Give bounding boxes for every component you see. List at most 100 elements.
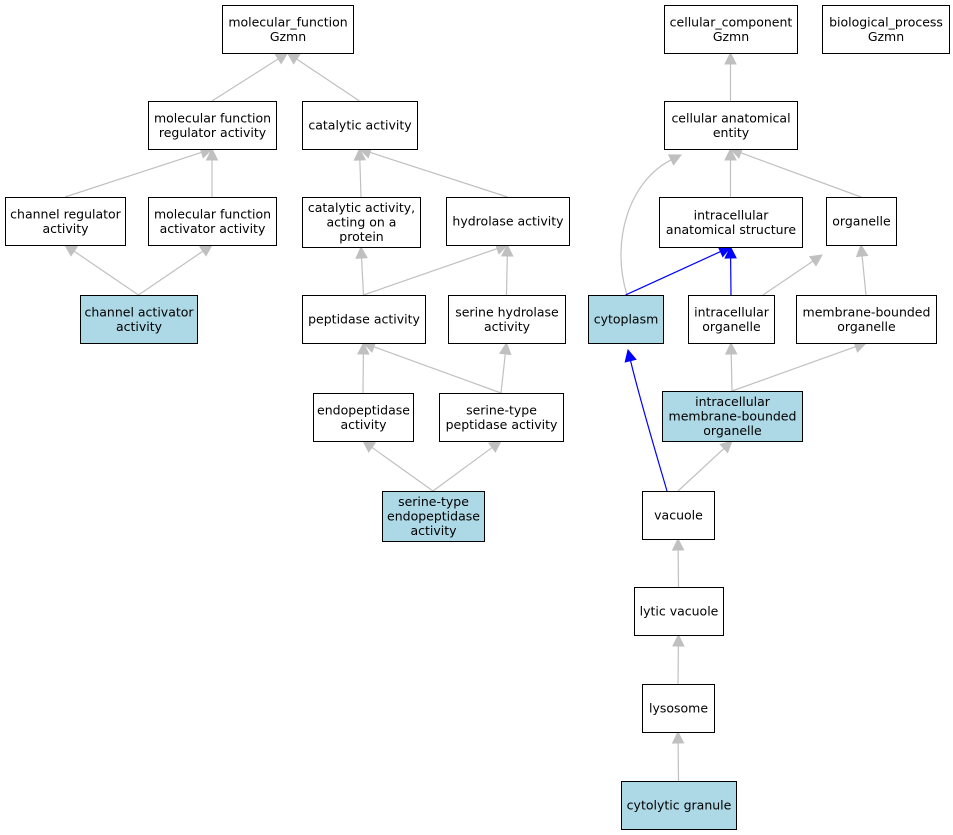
edge-cytgran-to-lyso [671, 730, 685, 782]
edge-line [64, 151, 203, 198]
node-label: cellular_component [670, 14, 793, 29]
edge-endo-to-pept [357, 341, 370, 394]
node-box [796, 295, 937, 344]
edge-arrowhead [362, 440, 377, 453]
node-cytgran[interactable]: cytolytic granule [621, 781, 737, 830]
node-label: activator activity [160, 221, 266, 236]
edge-cyto-to-ias [625, 246, 732, 296]
edge-line [363, 247, 499, 296]
node-box [642, 684, 715, 733]
edge-mfact-to-mfreg [205, 147, 219, 197]
edge-line [762, 260, 815, 296]
edge-line [500, 352, 507, 394]
edge-arrowhead [667, 154, 683, 166]
edge-line [677, 447, 726, 492]
edge-chact-to-chreg [64, 244, 139, 296]
edge-serendo-to-endo [362, 440, 434, 492]
edge-line [629, 359, 668, 492]
node-label: endopeptidase [387, 509, 480, 524]
edge-catprot-to-cat [353, 147, 367, 198]
node-hydro[interactable]: hydrolase activity [446, 197, 570, 246]
node-pept[interactable]: peptidase activity [302, 295, 426, 344]
edge-org-to-cae [729, 147, 862, 198]
node-label: cytoplasm [594, 312, 659, 327]
node-label: Gzmn [713, 29, 749, 44]
node-label: catalytic activity, [308, 200, 415, 215]
node-label: activity [116, 319, 163, 334]
edge-line [359, 158, 362, 198]
edge-arrowhead [724, 341, 738, 355]
node-label: intracellular [694, 304, 770, 319]
node-cyto[interactable]: cytoplasm [588, 295, 664, 344]
edge-arrowhead [500, 243, 514, 257]
edge-ias-to-cae [724, 147, 737, 197]
edge-cae-to-cc [724, 51, 737, 101]
edge-arrowhead [286, 52, 301, 65]
edge-line [861, 254, 867, 296]
node-label: regulator activity [159, 125, 267, 140]
node-org[interactable]: organelle [826, 197, 897, 246]
edge-arrowhead [353, 147, 367, 161]
edge-serpep-to-serhyd [498, 341, 512, 394]
node-box [621, 781, 737, 830]
node-label: cytolytic granule [627, 798, 732, 813]
node-lyso[interactable]: lysosome [642, 684, 715, 733]
node-label: membrane-bounded [669, 409, 797, 424]
edge-line [372, 345, 502, 394]
node-box [313, 393, 414, 442]
node-box [664, 5, 798, 54]
edge-pept-to-catprot [355, 245, 368, 296]
node-lytvac[interactable]: lytic vacuole [634, 587, 724, 636]
node-label: lytic vacuole [640, 604, 719, 619]
edge-arrowhead [624, 348, 637, 363]
edge-arrowhead [724, 51, 737, 65]
node-label: organelle [702, 319, 761, 334]
node-box [826, 197, 897, 246]
node-box [659, 197, 803, 248]
node-box [822, 5, 950, 54]
edge-arrowhead [64, 244, 79, 257]
node-label: channel regulator [10, 206, 122, 221]
edge-hydro-to-cat [358, 146, 508, 198]
node-label: vacuole [654, 508, 703, 523]
edge-line [138, 250, 205, 296]
edge-imbo-to-iorg [724, 341, 738, 392]
node-box [664, 101, 798, 150]
edge-line [211, 57, 280, 102]
edge-arrowhead [198, 244, 213, 257]
edge-line [72, 250, 139, 296]
node-cat[interactable]: catalytic activity [302, 101, 418, 150]
edge-arrowhead [671, 730, 685, 744]
node-label: activity [410, 523, 457, 538]
node-label: peptidase activity [446, 417, 558, 432]
node-vac[interactable]: vacuole [642, 491, 715, 540]
node-label: activity [42, 221, 89, 236]
edge-imbo-to-mbo [731, 340, 868, 392]
node-label: channel activator [84, 304, 194, 319]
node-label: activity [340, 417, 387, 432]
edge-arrowhead [357, 341, 370, 355]
edge-line [625, 250, 722, 296]
edge-arrowhead [719, 440, 733, 454]
edge-line [360, 256, 365, 296]
edge-arrowhead [672, 633, 685, 647]
